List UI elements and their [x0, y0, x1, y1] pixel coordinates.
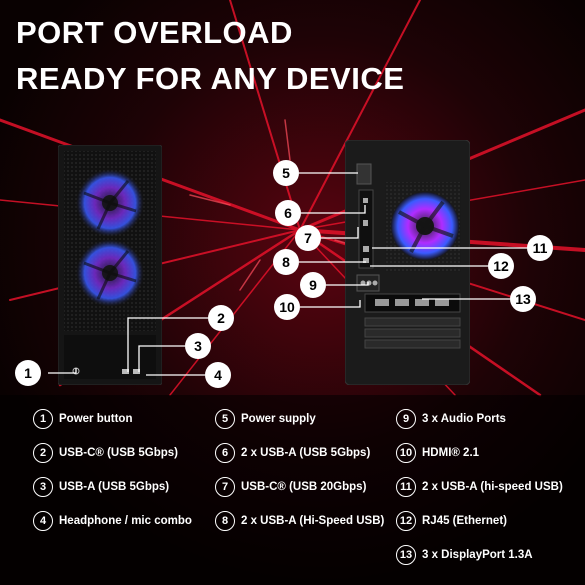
legend-label: 2 x USB-A (hi-speed USB) [422, 481, 563, 493]
legend-item-usb-c-rear: 7 USB-C® (USB 20Gbps) [215, 477, 366, 497]
legend-number: 6 [215, 443, 235, 463]
leader-line-9 [326, 282, 369, 286]
callout-10: 10 [274, 294, 300, 320]
callout-9: 9 [300, 272, 326, 298]
callout-13: 13 [510, 286, 536, 312]
callout-8: 8 [273, 249, 299, 275]
leader-line-3 [138, 345, 185, 372]
callout-11: 11 [527, 235, 553, 261]
legend-label: Power supply [241, 413, 316, 425]
legend-label: Headphone / mic combo [59, 515, 192, 527]
front-tower-image [58, 145, 162, 385]
callout-7: 7 [295, 225, 321, 251]
legend-item-headphone-mic: 4 Headphone / mic combo [33, 511, 192, 531]
legend-number: 8 [215, 511, 235, 531]
callout-3: 3 [185, 333, 211, 359]
legend-label: 3 x Audio Ports [422, 413, 506, 425]
leader-line-2 [127, 317, 208, 372]
legend-label: 3 x DisplayPort 1.3A [422, 549, 533, 561]
leader-line-6 [301, 205, 366, 214]
legend-number: 7 [215, 477, 235, 497]
callout-5: 5 [273, 160, 299, 186]
legend-label: USB-C® (USB 5Gbps) [59, 447, 179, 459]
callout-2: 2 [208, 305, 234, 331]
callout-12: 12 [488, 253, 514, 279]
legend-number: 10 [396, 443, 416, 463]
leader-line-10 [300, 300, 361, 308]
legend-label: Power button [59, 413, 133, 425]
callout-6: 6 [275, 200, 301, 226]
legend-item-displayport: 13 3 x DisplayPort 1.3A [396, 545, 533, 565]
legend-number: 11 [396, 477, 416, 497]
legend-number: 13 [396, 545, 416, 565]
legend-item-power-supply: 5 Power supply [215, 409, 316, 429]
leader-line-1 [48, 368, 77, 374]
legend-label: USB-C® (USB 20Gbps) [241, 481, 367, 493]
headline-line-2: READY FOR ANY DEVICE [16, 61, 405, 96]
legend-item-rj45: 12 RJ45 (Ethernet) [396, 511, 507, 531]
legend-item-usb-a-rear: 6 2 x USB-A (USB 5Gbps) [215, 443, 370, 463]
legend-number: 1 [33, 409, 53, 429]
legend-item-power-button: 1 Power button [33, 409, 132, 429]
headline-line-1: PORT OVERLOAD [16, 15, 293, 50]
legend-number: 3 [33, 477, 53, 497]
legend-number: 12 [396, 511, 416, 531]
legend-label: 2 x USB-A (Hi-Speed USB) [241, 515, 385, 527]
legend-item-hdmi: 10 HDMI® 2.1 [396, 443, 479, 463]
legend-label: HDMI® 2.1 [422, 447, 480, 459]
callout-1: 1 [15, 360, 41, 386]
legend-item-usb-a-hi-speed-2: 11 2 x USB-A (hi-speed USB) [396, 477, 563, 497]
legend-number: 9 [396, 409, 416, 429]
callout-4: 4 [205, 362, 231, 388]
legend-item-audio-ports: 9 3 x Audio Ports [396, 409, 506, 429]
legend-item-usb-c-front: 2 USB-C® (USB 5Gbps) [33, 443, 178, 463]
legend-label: RJ45 (Ethernet) [422, 515, 507, 527]
legend-number: 4 [33, 511, 53, 531]
legend-number: 5 [215, 409, 235, 429]
leader-line-7 [321, 227, 359, 239]
legend-number: 2 [33, 443, 53, 463]
legend-label: USB-A (USB 5Gbps) [59, 481, 170, 493]
legend-item-usb-a-hi-speed: 8 2 x USB-A (Hi-Speed USB) [215, 511, 384, 531]
legend-item-usb-a-front: 3 USB-A (USB 5Gbps) [33, 477, 169, 497]
legend-label: 2 x USB-A (USB 5Gbps) [241, 447, 371, 459]
